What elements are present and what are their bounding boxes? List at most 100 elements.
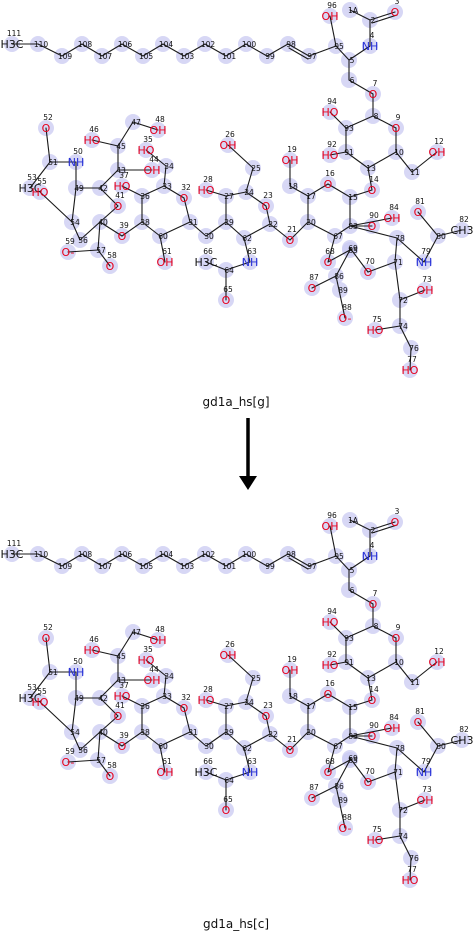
atom-number-72: 72	[398, 296, 408, 305]
atom-label-68: O	[324, 766, 333, 779]
bond-108-107	[81, 553, 103, 567]
atom-number-107: 107	[98, 562, 113, 571]
atom-number-91: 91	[344, 148, 354, 157]
bond-24-25	[245, 167, 254, 193]
atom-number-23: 23	[263, 191, 273, 200]
bond-86-87	[311, 785, 337, 799]
atom-label-61: OH	[157, 256, 174, 269]
atom-number-63: 63	[247, 247, 257, 256]
atom-number-7: 7	[373, 589, 378, 598]
atom-number-36: 36	[140, 192, 150, 201]
atom-number-108: 108	[78, 40, 93, 49]
atom-number-106: 106	[118, 40, 133, 49]
bond-71-78	[394, 237, 398, 263]
atom-label-81: O	[414, 716, 423, 729]
atom-number-63: 63	[247, 757, 257, 766]
atom-label-87: O	[308, 792, 317, 805]
bond-16-17	[307, 183, 329, 197]
atom-number-49: 49	[74, 184, 84, 193]
bond-56-40	[79, 731, 101, 751]
atom-number-42: 42	[98, 694, 108, 703]
bond-20-67	[307, 221, 336, 237]
bond-97-95	[308, 555, 337, 567]
atom-number-100: 100	[242, 550, 257, 559]
atom-number-78: 78	[395, 234, 405, 243]
atom-number-83: 83	[348, 222, 358, 231]
atom-number-1A: 1A	[348, 6, 359, 15]
atom-number-74: 74	[398, 322, 408, 331]
bond-110-109	[37, 553, 63, 567]
atom-number-78: 78	[395, 744, 405, 753]
bond-93-94	[329, 621, 347, 639]
bond-67-68	[327, 745, 336, 773]
bond-74-75	[374, 325, 401, 331]
atom-number-28: 28	[203, 175, 213, 184]
bond-60-31	[159, 221, 191, 237]
atom-highlight-89	[332, 792, 348, 808]
atom-number-74: 74	[398, 832, 408, 841]
atom-label-41: O	[114, 710, 123, 723]
atom-label-73: OH	[417, 284, 434, 297]
atom-number-56: 56	[78, 746, 88, 755]
bond-24-27	[225, 191, 247, 197]
atom-number-49: 49	[74, 694, 84, 703]
bond-60-61	[159, 235, 166, 263]
bond-33-34	[163, 165, 167, 187]
atom-label-16: O	[324, 688, 333, 701]
atom-number-54: 54	[70, 218, 80, 227]
atom-number-111: 111	[7, 539, 22, 548]
bond-21-22	[269, 223, 291, 241]
bond-103-102	[183, 43, 206, 57]
atom-label-35: HO	[138, 654, 155, 667]
atom-label-7: O	[369, 598, 378, 611]
atom-label-66: H3C	[195, 766, 218, 779]
bond-86-88	[335, 785, 346, 829]
bond-80-82	[437, 229, 463, 237]
atom-number-67: 67	[333, 742, 343, 751]
bond-98-97	[287, 43, 310, 57]
atom-number-95: 95	[334, 552, 344, 561]
atom-number-106: 106	[118, 550, 133, 559]
bond-62-63	[243, 237, 251, 263]
atom-label-53: H3C	[19, 692, 42, 705]
bond-69-70	[349, 757, 369, 783]
atom-number-102: 102	[201, 40, 216, 49]
atom-label-96: OH	[322, 520, 339, 533]
atom-number-110: 110	[34, 550, 49, 559]
bond-100-99	[245, 553, 268, 567]
atom-number-103: 103	[180, 52, 195, 61]
atom-number-37: 37	[119, 171, 129, 180]
atom-number-69: 69	[348, 244, 358, 253]
bond-29-62	[225, 221, 245, 239]
bond-47-48	[132, 121, 159, 131]
bond-45-47	[117, 631, 134, 657]
bond-11-12	[411, 151, 438, 173]
bond-21-22	[269, 733, 291, 751]
bond-67-68	[327, 235, 336, 263]
bond-13-14	[367, 167, 373, 191]
atom-number-58: 58	[107, 761, 117, 770]
atom-number-7: 7	[373, 79, 378, 88]
bond-85-86	[335, 249, 351, 277]
atom-number-46: 46	[89, 635, 99, 644]
atom-number-57: 57	[96, 246, 106, 255]
atom-label-75: HO	[367, 324, 384, 337]
atom-number-13: 13	[366, 674, 376, 683]
atom-label-52: O	[42, 632, 51, 645]
atom-number-60: 60	[158, 232, 168, 241]
atom-number-29: 29	[224, 728, 234, 737]
atom-number-29: 29	[224, 218, 234, 227]
atom-number-64: 64	[224, 776, 234, 785]
atom-label-70: O	[364, 266, 373, 279]
bond-100-99	[245, 43, 268, 57]
atom-number-71: 71	[393, 768, 403, 777]
bond-71-78	[394, 747, 398, 773]
bond-80-81	[417, 721, 439, 747]
bond-99-98	[266, 553, 289, 567]
atom-number-38: 38	[140, 218, 150, 227]
bond-67-83	[334, 735, 351, 747]
bond-105-104	[142, 553, 164, 567]
atom-number-76: 76	[409, 854, 419, 863]
atom-number-69: 69	[348, 754, 358, 763]
bond-30-31	[189, 221, 207, 237]
